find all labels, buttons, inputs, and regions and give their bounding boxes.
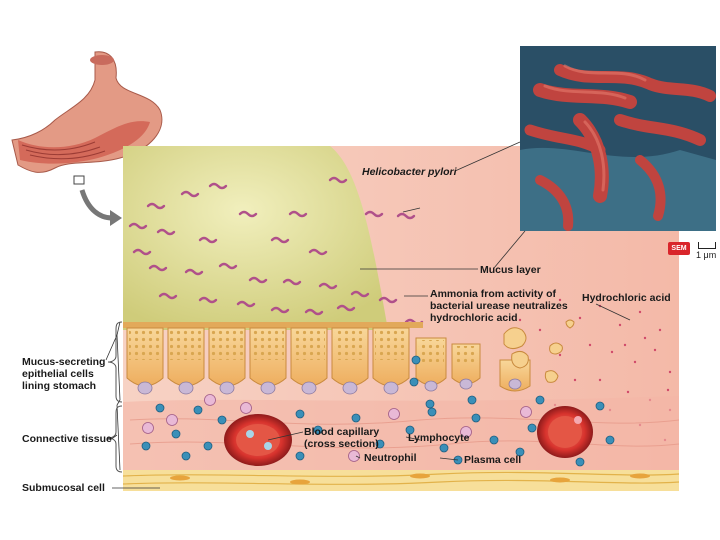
sem-micrograph: [520, 46, 716, 231]
label-helicobacter-pylori: Helicobacter pylori: [362, 166, 457, 178]
sem-badge: SEM: [668, 242, 690, 255]
label-ammonia-line-2: bacterial urease neutralizes: [430, 300, 568, 312]
label-capillary-line-2: (cross section): [304, 438, 379, 450]
label-ammonia-line-1: Ammonia from activity of: [430, 288, 568, 300]
label-ammonia-line-3: hydrochloric acid: [430, 312, 568, 324]
label-lymphocyte: Lymphocyte: [408, 432, 469, 444]
label-mucus-secreting-cells: Mucus-secreting epithelial cells lining …: [22, 356, 105, 392]
label-capillary-line-1: Blood capillary: [304, 426, 379, 438]
label-plasma-cell: Plasma cell: [464, 454, 521, 466]
label-hydrochloric-acid: Hydrochloric acid: [582, 292, 671, 304]
label-mucus-layer: Mucus layer: [480, 264, 541, 276]
label-mucus-cells-line-2: epithelial cells: [22, 368, 105, 380]
label-connective-tissue: Connective tissue: [22, 433, 112, 445]
scale-bar: [698, 242, 716, 249]
label-blood-capillary: Blood capillary (cross section): [304, 426, 379, 450]
label-neutrophil: Neutrophil: [364, 452, 417, 464]
label-mucus-cells-line-3: lining stomach: [22, 380, 105, 392]
label-submucosal-cell: Submucosal cell: [22, 482, 105, 494]
label-ammonia: Ammonia from activity of bacterial ureas…: [430, 288, 568, 324]
submucosa: [123, 470, 679, 491]
scale-label: 1 μm: [696, 250, 716, 260]
label-mucus-cells-line-1: Mucus-secreting: [22, 356, 105, 368]
mucus-layer: [123, 146, 388, 330]
